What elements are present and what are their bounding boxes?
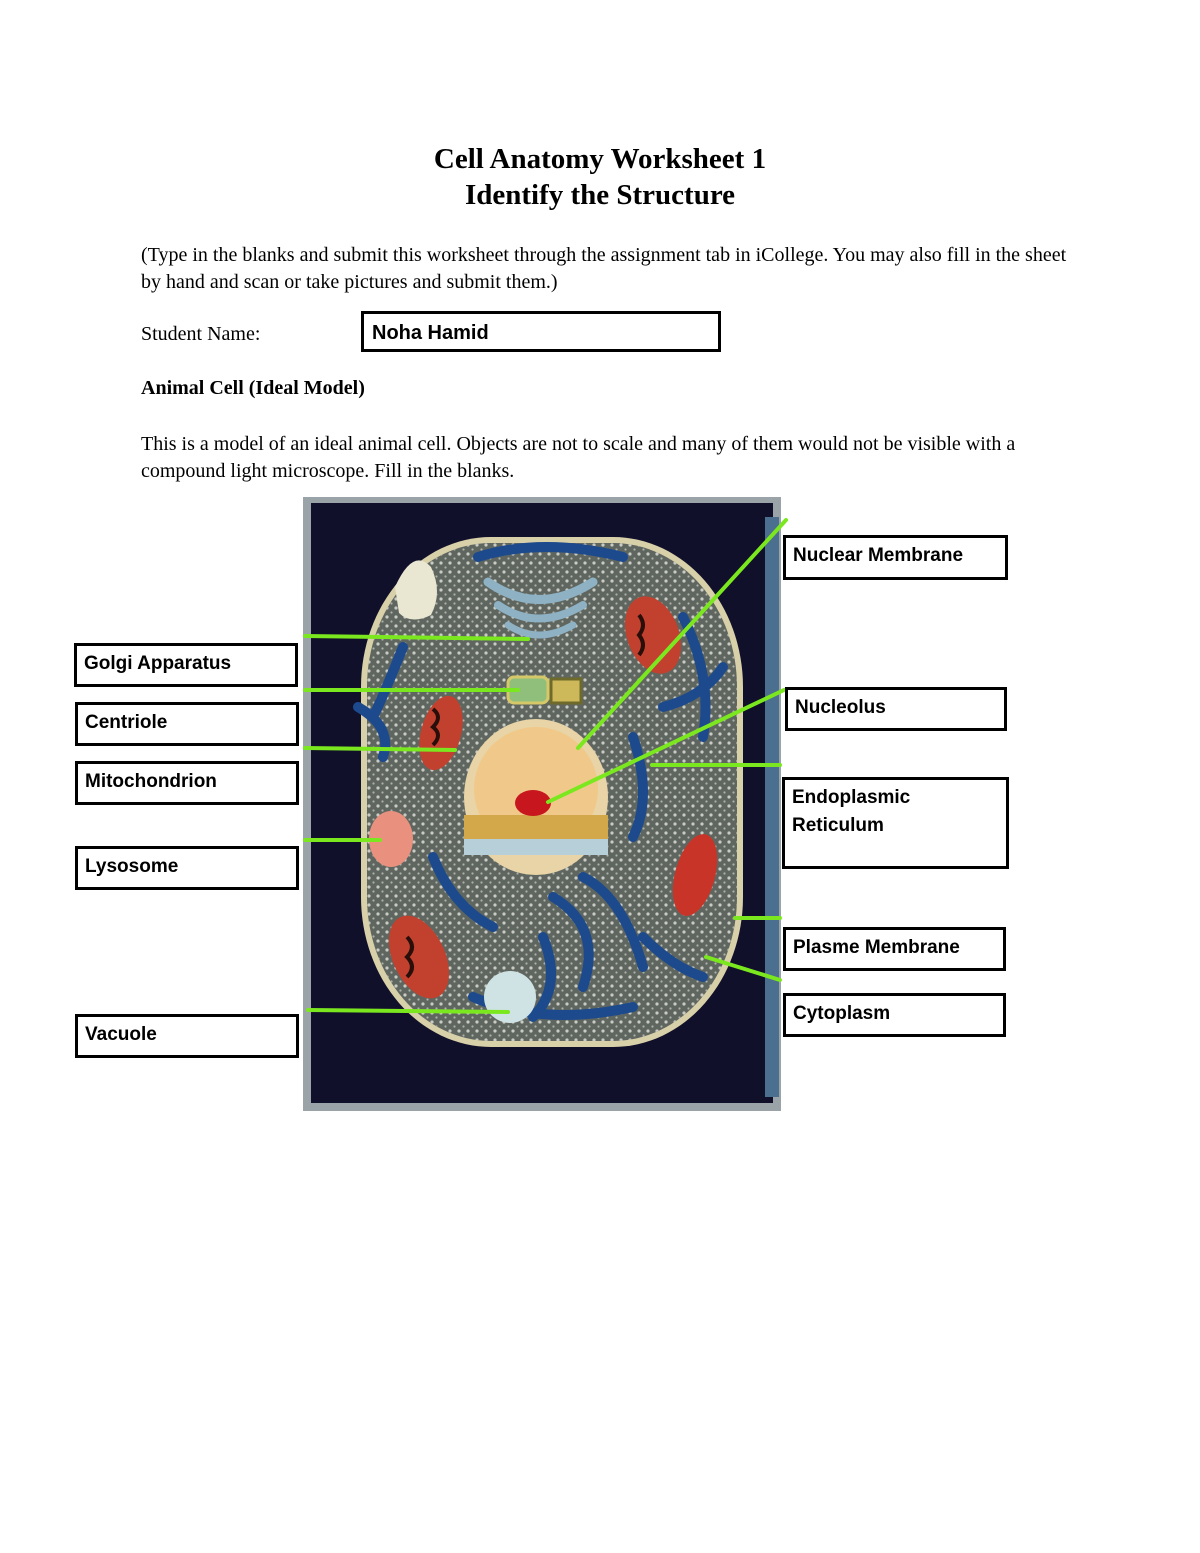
label-lysosome[interactable]: Lysosome — [75, 846, 299, 890]
label-plasma-membrane[interactable]: Plasme Membrane — [783, 927, 1006, 971]
label-endoplasmic-reticulum[interactable]: Endoplasmic Reticulum — [782, 777, 1009, 869]
label-mitochondrion[interactable]: Mitochondrion — [75, 761, 299, 805]
label-nucleolus[interactable]: Nucleolus — [785, 687, 1007, 731]
section-title: Animal Cell (Ideal Model) — [141, 377, 365, 399]
student-name-field[interactable]: Noha Hamid — [361, 311, 721, 352]
animal-cell-model-image — [303, 497, 781, 1111]
instructions: (Type in the blanks and submit this work… — [141, 244, 1067, 293]
label-cytoplasm[interactable]: Cytoplasm — [783, 993, 1006, 1037]
label-golgi-apparatus[interactable]: Golgi Apparatus — [74, 643, 298, 687]
worksheet-title: Cell Anatomy Worksheet 1 — [433, 143, 767, 175]
label-vacuole[interactable]: Vacuole — [75, 1014, 299, 1058]
student-name-label: Student Name: — [141, 323, 261, 345]
worksheet-subtitle: Identify the Structure — [464, 179, 736, 211]
label-centriole[interactable]: Centriole — [75, 702, 299, 746]
description: This is a model of an ideal animal cell.… — [141, 433, 1016, 482]
label-nuclear-membrane[interactable]: Nuclear Membrane — [783, 535, 1008, 580]
